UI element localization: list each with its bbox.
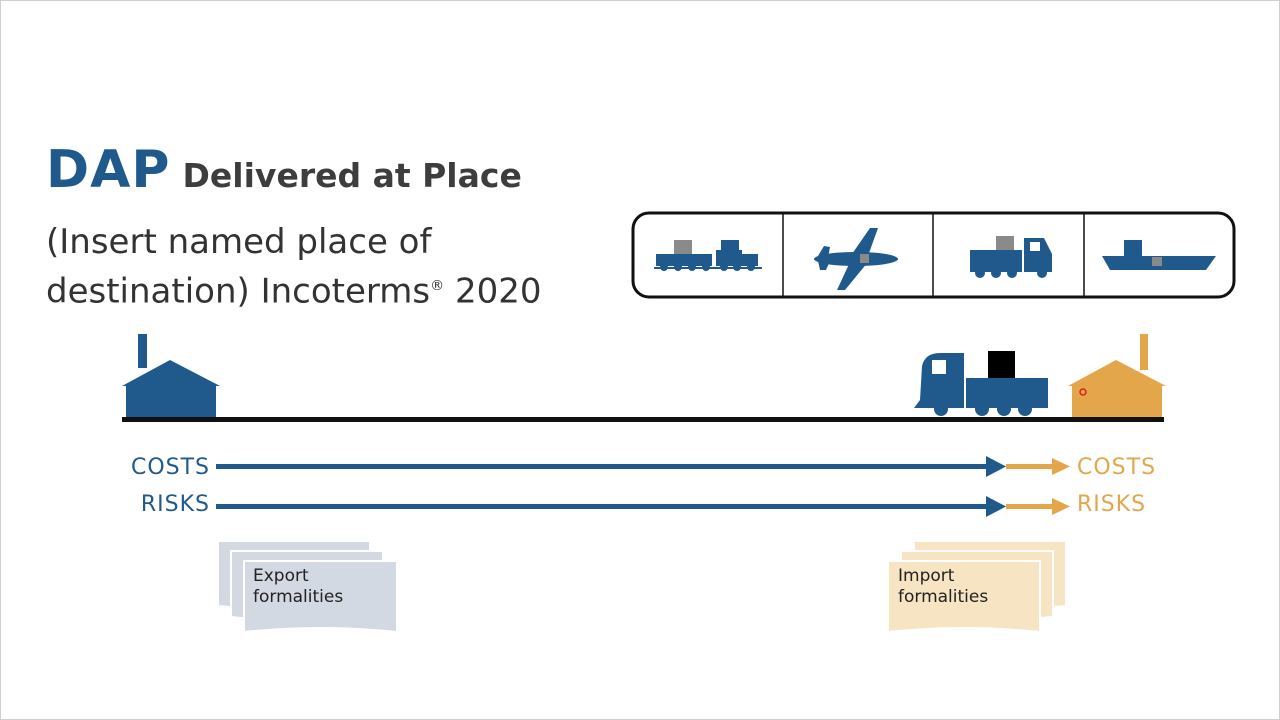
route-line bbox=[122, 417, 1164, 422]
airplane-icon bbox=[814, 228, 898, 290]
transport-modes-box bbox=[631, 211, 1236, 299]
delivery-truck-icon bbox=[914, 351, 1048, 416]
train-icon bbox=[654, 240, 762, 271]
buyer-warehouse-icon bbox=[1068, 334, 1166, 418]
subtitle-line-2: destination) Incoterms® 2020 bbox=[46, 271, 542, 312]
import-formalities-label: Import formalities bbox=[898, 566, 989, 607]
export-documents-icon bbox=[217, 540, 398, 634]
buyer-risks-label: RISKS bbox=[1077, 492, 1147, 517]
ship-icon bbox=[1102, 240, 1216, 270]
import-documents-icon bbox=[887, 540, 1067, 634]
subtitle-line-1: (Insert named place of bbox=[46, 222, 432, 262]
delivery-point-marker bbox=[1079, 388, 1087, 396]
seller-costs-label: COSTS bbox=[130, 455, 210, 480]
incoterm-name: Delivered at Place bbox=[182, 156, 522, 195]
buyer-costs-label: COSTS bbox=[1077, 455, 1157, 480]
registered-mark: ® bbox=[430, 278, 445, 294]
subtitle: (Insert named place of destination) Inco… bbox=[46, 220, 541, 313]
incoterm-code: DAP bbox=[46, 140, 171, 200]
export-formalities-label: Export formalities bbox=[253, 566, 344, 607]
seller-warehouse-icon bbox=[122, 334, 220, 418]
page-title: DAP Delivered at Place bbox=[46, 140, 522, 210]
risks-arrow bbox=[216, 496, 1070, 517]
cargo-box-icon bbox=[988, 351, 1015, 379]
seller-risks-label: RISKS bbox=[140, 492, 210, 517]
truck-icon bbox=[970, 236, 1052, 278]
costs-arrow bbox=[216, 456, 1070, 477]
